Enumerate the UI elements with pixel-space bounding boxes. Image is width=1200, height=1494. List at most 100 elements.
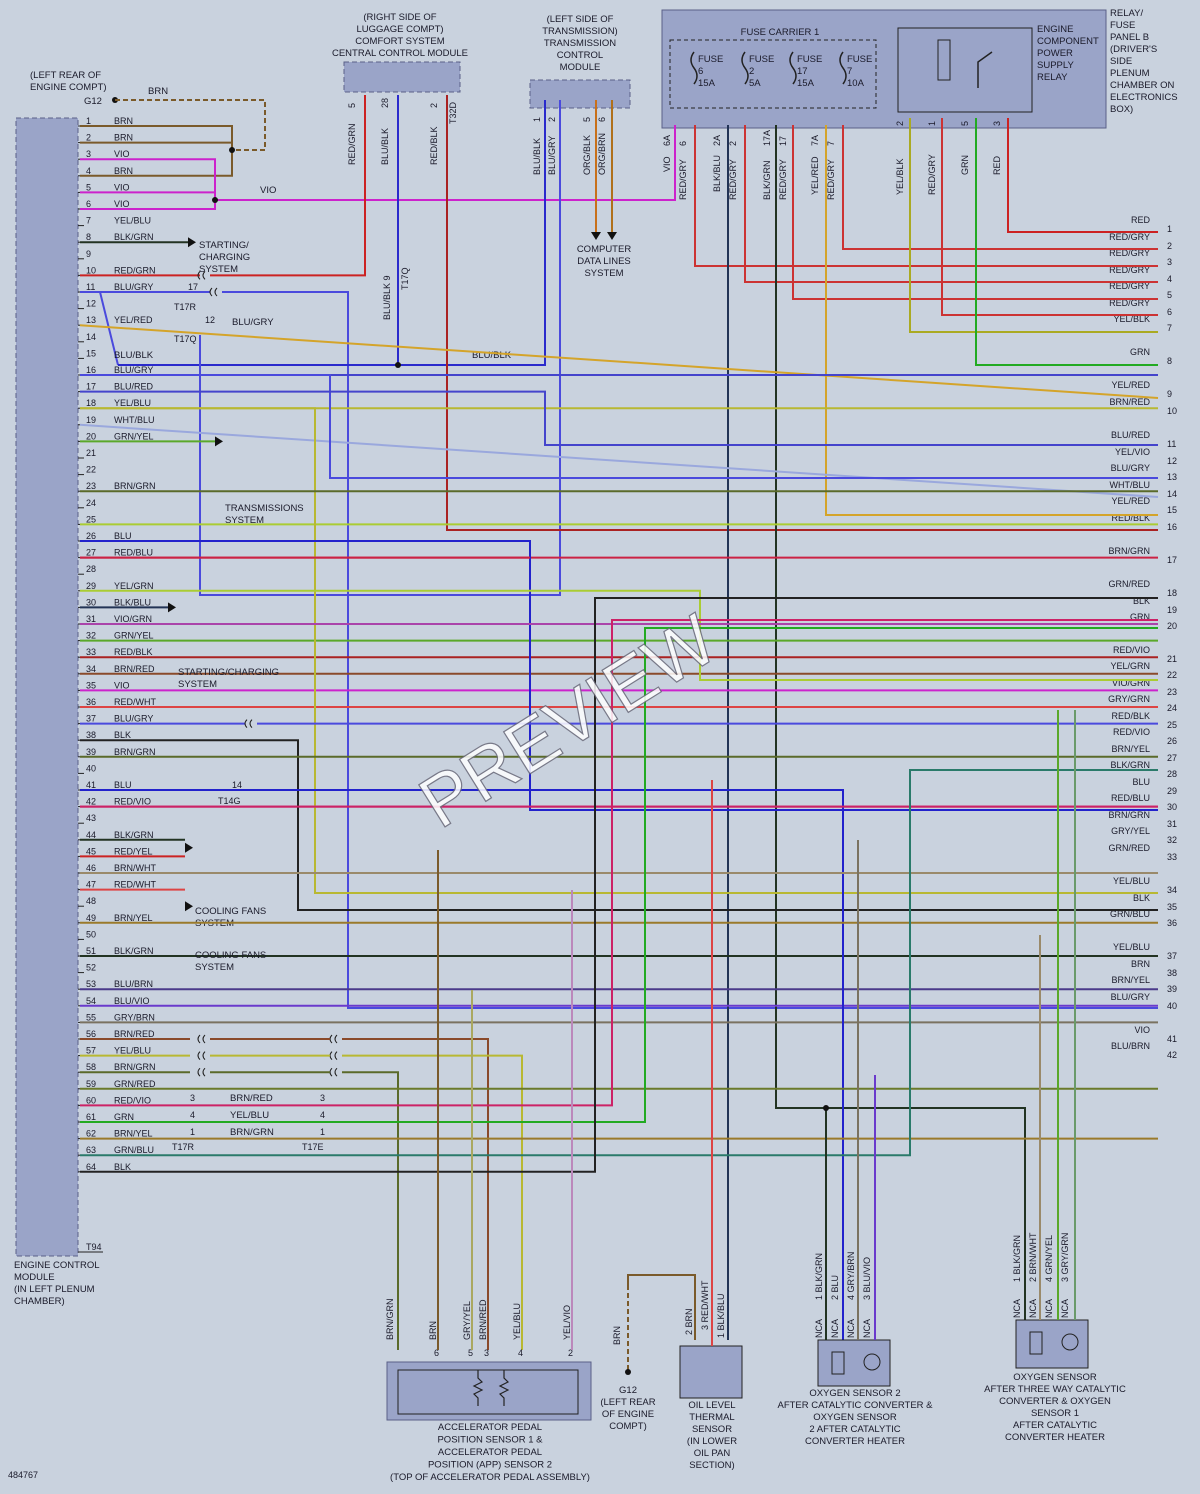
- fuse-pin-label: 17A: [762, 130, 772, 146]
- data-lines-arrow-icon: [607, 232, 617, 240]
- ecm-pin-number: 34: [86, 664, 96, 674]
- tcm-wire-label: ORG/BRN: [597, 133, 607, 175]
- connector-gap-t17e: [329, 1067, 338, 1077]
- fuse-icon: [839, 51, 847, 85]
- fuse-wire-label: RED/GRY: [678, 159, 688, 200]
- right-pin-number: 31: [1167, 819, 1177, 829]
- right-pin-number: 3: [1167, 257, 1172, 267]
- comfort-wire-label: RED/BLK: [429, 126, 439, 165]
- right-pin-color: YEL/BLU: [1113, 942, 1150, 952]
- ecm-pin-number: 59: [86, 1079, 96, 1089]
- wire-blk-19: [80, 597, 1158, 1173]
- ecm-pin-color: BLU/GRY: [114, 282, 153, 292]
- ecm-pin-color: GRN: [114, 1112, 134, 1122]
- wire-app-yel-blu: [342, 1054, 523, 1350]
- wire-ecm4: [80, 150, 233, 177]
- right-pin-color: BLU/GRY: [1111, 992, 1150, 1002]
- ecm-pin-number: 38: [86, 730, 96, 740]
- ecm-pin-color: BRN/RED: [114, 664, 155, 674]
- ecm-pin-color: YEL/GRN: [114, 581, 154, 591]
- o2-2-wire-label: 3 BLU/VIO: [862, 1257, 872, 1300]
- ecm-pin-color: YEL/RED: [114, 315, 153, 325]
- ecm-pin-number: 4: [86, 166, 91, 176]
- transmissions-arrow-icon: [215, 436, 223, 447]
- brn-red-mid-label: BRN/RED: [230, 1093, 273, 1104]
- diagram-id: 484767: [8, 1470, 38, 1480]
- app-wire-label: YEL/BLU: [512, 1303, 522, 1340]
- ecm-pin-number: 37: [86, 714, 96, 724]
- ecm-pin-color: GRN/BLU: [114, 1145, 154, 1155]
- ecm-pin-number: 18: [86, 398, 96, 408]
- ecm-pin-number: 48: [86, 896, 96, 906]
- right-pin-color: GRY/YEL: [1111, 826, 1150, 836]
- ecm-pin-color: VIO: [114, 149, 130, 159]
- o2-element-icon: [1061, 1333, 1079, 1351]
- ecm-connector-label: T94: [86, 1242, 102, 1252]
- fuse-wire-label: VIO: [662, 156, 672, 172]
- ground-wire-label: BRN: [148, 86, 168, 97]
- nca-label: NCA: [862, 1319, 872, 1338]
- ecm-pin-number: 55: [86, 1012, 96, 1022]
- ecm-pin-color: BRN/GRN: [114, 1062, 156, 1072]
- ecm-pin-color: GRY/BRN: [114, 1012, 155, 1022]
- o2-1-wire-label: 3 GRY/GRN: [1060, 1233, 1070, 1282]
- ecm-pin-number: 50: [86, 929, 96, 939]
- right-pin-color: BLK: [1133, 893, 1150, 903]
- right-pin-color: WHT/BLU: [1110, 480, 1151, 490]
- ecm-pin-color: WHT/BLU: [114, 415, 155, 425]
- fuse-wire-label: BLK/BLU: [712, 155, 722, 192]
- right-pin-color: RED/VIO: [1113, 645, 1150, 655]
- ecm-pin-color: RED/YEL: [114, 846, 153, 856]
- right-pin-color: BRN: [1131, 959, 1150, 969]
- wire-o2-blk-grn: [775, 125, 1026, 1340]
- nca-label: NCA: [1012, 1299, 1022, 1318]
- wire-o2-blu: [80, 789, 844, 1340]
- connector-gap-t17r: [197, 1051, 206, 1060]
- pin-3-label: 3: [190, 1093, 195, 1103]
- nca-label: NCA: [830, 1319, 840, 1338]
- ecm-pin-color: RED/BLK: [114, 647, 153, 657]
- connector-gap-t17e: [329, 1034, 338, 1044]
- app-wire-label: BRN: [428, 1321, 438, 1340]
- connector-gap-t17q: [209, 287, 218, 297]
- right-pin-color: BLU/BRN: [1111, 1041, 1150, 1051]
- relay-switch-icon: [977, 51, 993, 88]
- ecm-pin-number: 13: [86, 315, 96, 325]
- right-pin-number: 12: [1167, 456, 1177, 466]
- ecm-pin-color: RED/GRN: [114, 265, 156, 275]
- right-pin-color: BLU/GRY: [1111, 463, 1150, 473]
- right-pin-number: 40: [1167, 1001, 1177, 1011]
- oil-wire-label: 2 BRN: [684, 1308, 694, 1335]
- o2-sensor-1-box: [1015, 1319, 1089, 1369]
- cooling-fans-arrow-icon: [185, 842, 193, 853]
- ecm-pin-number: 12: [86, 299, 96, 309]
- ecm-pin-color: BLK/BLU: [114, 597, 151, 607]
- right-pin-number: 19: [1167, 605, 1177, 615]
- nca-label: NCA: [1028, 1299, 1038, 1318]
- right-pin-number: 37: [1167, 951, 1177, 961]
- right-pin-number: 29: [1167, 786, 1177, 796]
- tcm-pin-label: 2: [547, 117, 557, 122]
- right-pin-color: BRN/GRN: [1108, 810, 1150, 820]
- ecm-pin-number: 58: [86, 1062, 96, 1072]
- ecm-pin-color: GRN/YEL: [114, 631, 154, 641]
- wire-blu-blk-tcm: [118, 100, 546, 366]
- ecm-pin-number: 24: [86, 498, 96, 508]
- ecm-pin-number: 7: [86, 216, 91, 226]
- potentiometer-icon: [498, 1370, 510, 1406]
- ground-wire: [115, 99, 266, 151]
- app-pin-label: 2: [568, 1348, 573, 1358]
- ecm-pin-number: 31: [86, 614, 96, 624]
- o2-2-wire-label: 2 BLU: [830, 1275, 840, 1300]
- right-pin-color: RED/GRY: [1109, 232, 1150, 242]
- pin-3-label: 3: [320, 1093, 325, 1103]
- ecm-pin-color: BRN: [114, 116, 133, 126]
- right-pin-number: 39: [1167, 984, 1177, 994]
- right-pin-number: 8: [1167, 356, 1172, 366]
- right-pin-number: 28: [1167, 769, 1177, 779]
- app-wire-label: BRN/GRN: [385, 1298, 395, 1340]
- right-pin-number: 34: [1167, 885, 1177, 895]
